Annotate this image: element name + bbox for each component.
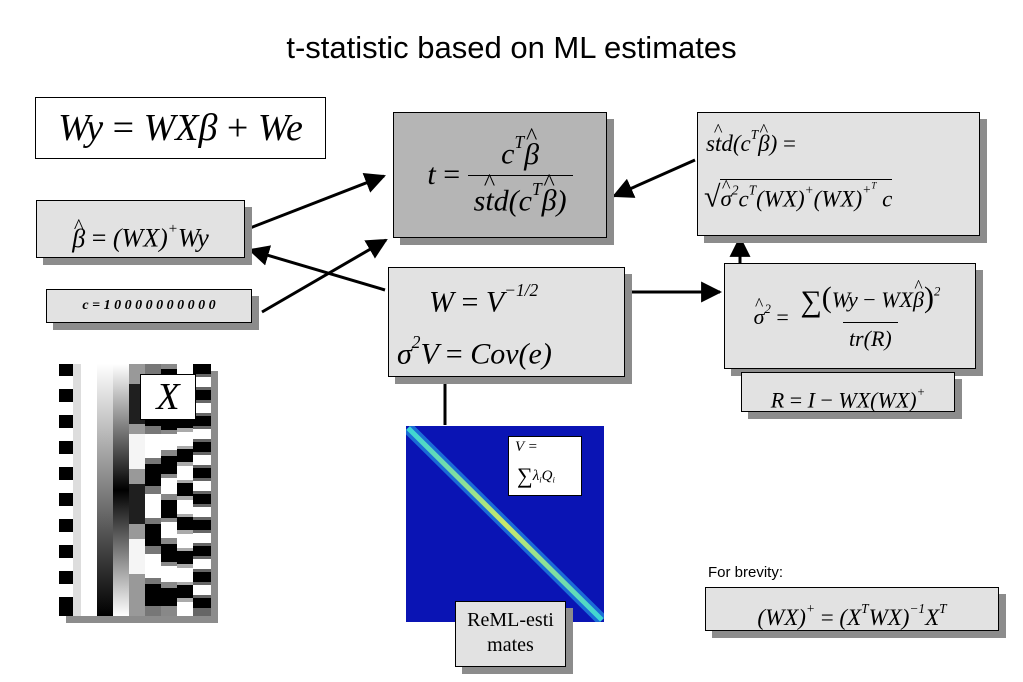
page-title: t-statistic based on ML estimates <box>286 30 737 65</box>
reml-estimates-box: ReML-estimates <box>455 601 566 667</box>
contrast-vector-label: c = 1 0 0 0 0 0 0 0 0 0 0 <box>82 298 216 313</box>
sigma-estimate-box: σ2 = ∑(Wy − WXβ)2 tr(R) <box>724 263 976 369</box>
design-matrix-image <box>59 364 211 616</box>
residual-forming-box: R = I − WX(WX)+ <box>741 372 955 412</box>
pseudoinverse-box: (WX)+ = (XTWX)−1XT <box>705 587 999 631</box>
contrast-vector-box: c = 1 0 0 0 0 0 0 0 0 0 0 <box>46 289 252 323</box>
arrow-beta-to-t <box>249 173 386 230</box>
arrow-w-to-beta <box>247 245 386 292</box>
block-regressor-column <box>59 364 73 616</box>
whitening-box: W = V−1/2 σ2V = Cov(e) <box>388 267 625 377</box>
covariance-components-label: V = ∑λiQi <box>508 436 582 496</box>
cov-v-label: V = <box>515 439 538 455</box>
model-equation-box: Wy = WXβ + We <box>35 97 326 159</box>
beta-estimate-box: β = (WX)+Wy <box>36 200 245 258</box>
design-matrix-label: X <box>140 374 196 420</box>
t-statistic-box: t = cTβ std(cTβ) <box>393 112 607 238</box>
reml-label: ReML-estimates <box>467 609 554 656</box>
arrow-c-to-t <box>261 238 388 314</box>
std-estimate-box: std(cTβ) = √σ2cT(WX)+(WX)+T c <box>697 112 980 236</box>
for-brevity-label: For brevity: <box>708 564 784 581</box>
arrow-std-to-t <box>612 158 696 198</box>
